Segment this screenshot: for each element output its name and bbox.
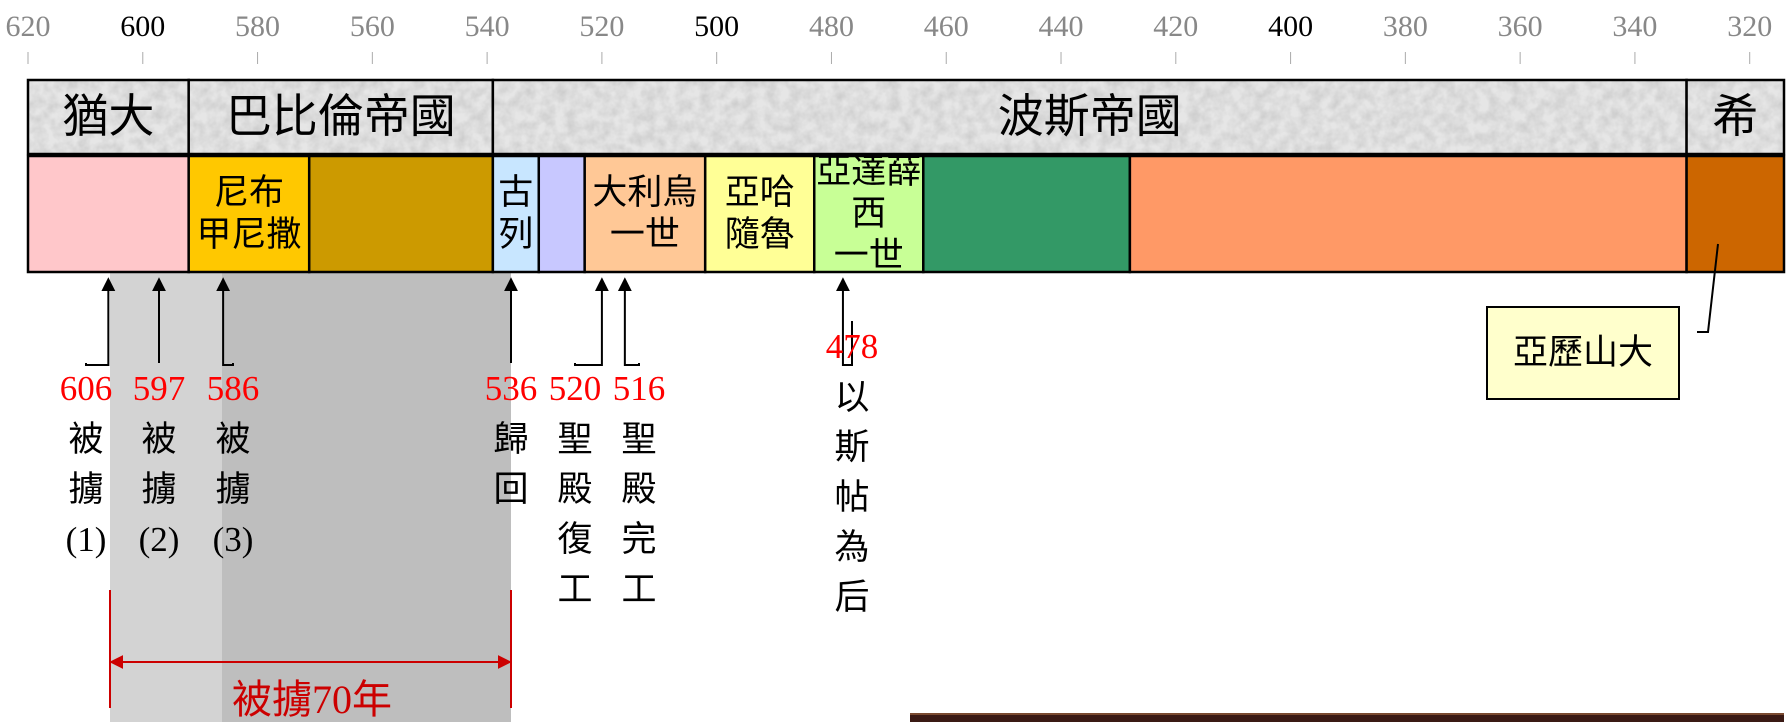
axis-year-label: 580 [235,10,280,43]
axis-year-label: 600 [120,10,165,43]
ruler-bar [491,154,541,274]
ruler-label: 大利烏 一世 [592,173,698,254]
kingdom-label: 巴比倫帝國 [226,91,456,142]
kingdom-border [1685,78,1786,156]
ruler-bar [922,154,1132,274]
ruler-bar [307,154,495,274]
ruler-bar [812,154,925,274]
axis-year-label: 400 [1268,10,1313,43]
kingdom-label: 猶大 [62,91,154,142]
event-year: 597 [132,369,186,408]
alexander-box [1486,306,1680,400]
alexander-connector [1697,243,1719,333]
event-year: 516 [612,369,666,408]
axis-year-label: 440 [1039,10,1084,43]
ruler-bar [703,154,816,274]
event-text: 聖 殿 復 工 [557,420,593,609]
ruler-bar [583,154,707,274]
axis-year-label: 620 [6,10,51,43]
axis-year-label: 320 [1727,10,1772,43]
ruler-bar [26,154,190,274]
axis-year-label: 380 [1383,10,1428,43]
event-year: 520 [548,369,602,408]
event-arrow [216,277,234,366]
axis-year-label: 480 [809,10,854,43]
ruler-bar [1128,154,1688,274]
axis-year-label: 560 [350,10,395,43]
axis-year-label: 520 [579,10,624,43]
captivity-label: 被擄70年 [232,677,392,722]
alexander-label: 亞歷山大 [1513,333,1653,372]
kingdom-label: 希 [1712,91,1758,142]
kingdom-texture [28,80,189,154]
axis-year-label: 460 [924,10,969,43]
kingdom-texture [188,80,493,154]
event-arrow [574,277,609,366]
event-year: 606 [59,369,113,408]
ruler-bar [1685,154,1786,274]
event-arrow [835,277,853,366]
event-arrow [617,277,640,366]
kingdom-label: 波斯帝國 [998,91,1182,142]
captivity-shade-dark [222,270,511,722]
ruler-label: 亞哈 隨魯 [724,173,795,254]
axis-year-label: 340 [1612,10,1657,43]
axis-year-label: 500 [694,10,739,43]
event-text: 被 擄 (2) [138,420,180,559]
ruler-bar [537,154,586,274]
kingdom-texture [1686,80,1784,154]
event-text: 聖 殿 完 工 [621,420,657,609]
event-text: 被 擄 (3) [212,420,254,559]
ruler-bar [187,154,311,274]
event-text: 以 斯 帖 為 后 [834,378,870,617]
ruler-label: 尼布 甲尼撒 [196,173,302,254]
event-year: 586 [206,369,260,408]
event-year: 478 [825,327,879,366]
ruler-label: 古 列 [498,173,534,254]
axis-year-label: 360 [1498,10,1543,43]
axis-year-label: 420 [1153,10,1198,43]
image-fragment-edge [910,713,1784,715]
captivity-shade-light [110,270,222,722]
ruler-label: 亞達薛西 一世 [816,152,922,275]
image-fragment [910,713,1784,722]
axis-year-label: 540 [465,10,510,43]
kingdom-texture [492,80,1687,154]
event-year: 536 [484,369,538,408]
event-text: 被 擄 (1) [65,420,107,559]
event-arrow [85,277,116,366]
event-text: 歸 回 [493,420,529,509]
